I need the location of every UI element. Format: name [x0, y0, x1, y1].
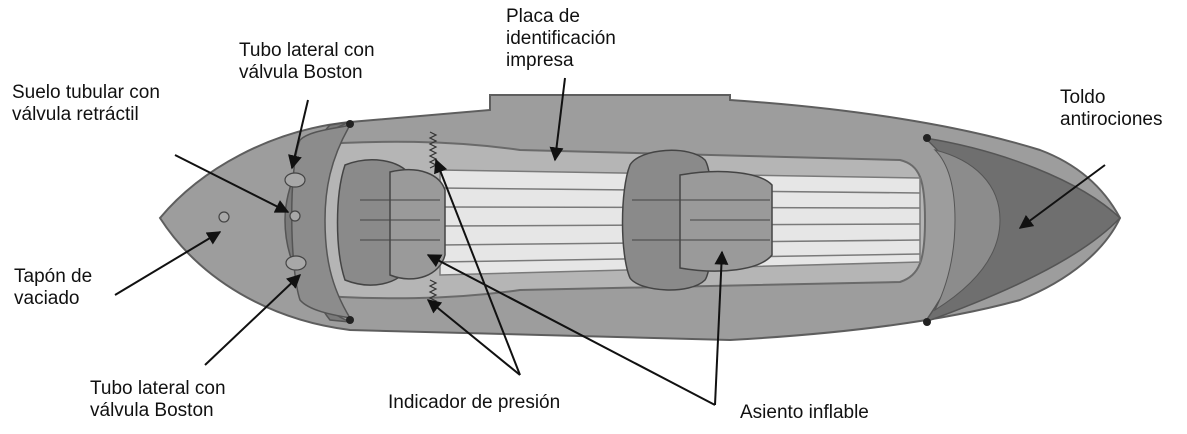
rivet: [346, 120, 354, 128]
label-tubo-bottom: Tubo lateral con válvula Boston: [90, 378, 226, 422]
drain-plug: [218, 211, 230, 223]
label-indicador-line1: Indicador de presión: [388, 392, 561, 413]
label-placa: Placa de identificación impresa: [506, 6, 616, 72]
label-tapon-line2: vaciado: [14, 288, 80, 309]
rear-seat: [621, 149, 773, 291]
label-toldo-line1: Toldo: [1060, 87, 1106, 108]
leader-lines: [114, 77, 1106, 406]
label-tubo-bottom-line1: Tubo lateral con: [90, 378, 226, 399]
pressure-indicator-top: [428, 131, 438, 169]
label-suelo: Suelo tubular con válvula retráctil: [12, 82, 160, 126]
boston-valve-top: [284, 172, 306, 188]
rivet: [346, 316, 354, 324]
label-asiento-line1: Asiento inflable: [740, 402, 869, 423]
rivet: [923, 134, 931, 142]
rivet: [923, 318, 931, 326]
label-indicador: Indicador de presión: [388, 392, 560, 414]
label-tubo-top-line2: válvula Boston: [239, 62, 363, 83]
stern-inner-panel: [933, 149, 1001, 312]
label-tapon-line1: Tapón de: [14, 266, 93, 287]
label-asiento: Asiento inflable: [740, 402, 869, 424]
label-tubo-top-line1: Tubo lateral con: [239, 40, 375, 61]
label-toldo-line2: antirociones: [1060, 109, 1163, 130]
label-suelo-line2: válvula retráctil: [12, 104, 139, 125]
label-placa-line2: identificación: [506, 28, 616, 49]
boston-valve-bottom: [285, 255, 307, 271]
label-toldo: Toldo antirociones: [1060, 87, 1162, 131]
label-placa-line3: impresa: [506, 50, 574, 71]
label-placa-line1: Placa de: [506, 6, 580, 27]
label-tapon: Tapón de vaciado: [14, 266, 92, 310]
retractable-valve: [289, 210, 301, 222]
front-seat: [336, 159, 446, 286]
label-tubo-bottom-line2: válvula Boston: [90, 400, 214, 421]
label-tubo-top: Tubo lateral con válvula Boston: [239, 40, 375, 84]
label-suelo-line1: Suelo tubular con: [12, 82, 160, 103]
